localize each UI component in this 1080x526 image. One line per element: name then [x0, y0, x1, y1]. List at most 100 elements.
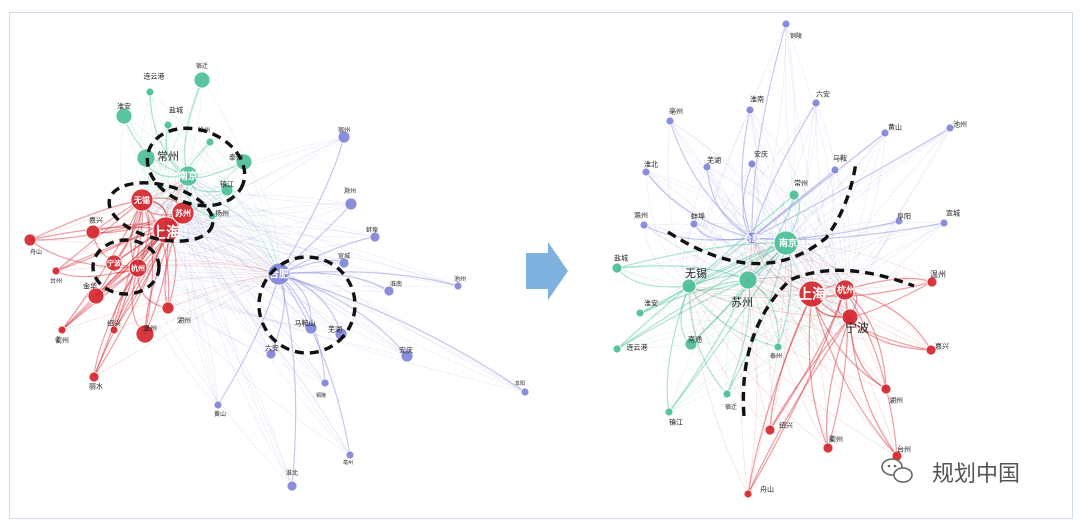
left-edge [182, 212, 293, 487]
left-edge [278, 273, 526, 393]
right-edge [639, 293, 813, 315]
right-node: 蚌埠 [689, 211, 705, 229]
right-edge [769, 316, 851, 431]
right-edge [844, 289, 898, 457]
right-node-circle [880, 128, 890, 138]
right-edge [616, 237, 753, 269]
left-node-circle [344, 197, 358, 211]
left-edge [165, 229, 390, 292]
right-edge [815, 102, 846, 291]
left-edge [120, 115, 139, 269]
left-node-circle [23, 233, 37, 247]
right-node-label: 马鞍 [833, 153, 847, 162]
right-edge [811, 132, 886, 295]
left-edge [278, 273, 297, 487]
left-node-circle [337, 130, 351, 144]
right-node-circle [689, 219, 699, 229]
right-edge [747, 279, 772, 431]
left-node-circle [220, 183, 234, 197]
right-node: 湖州 [880, 383, 903, 404]
left-node-circle [130, 188, 154, 212]
right-node-label: 常州 [794, 178, 808, 187]
right-edge [751, 132, 886, 239]
right-edge [668, 316, 851, 413]
left-node-circle [338, 257, 350, 269]
left-edge [165, 229, 219, 406]
right-node-label: 镇江 [669, 417, 683, 426]
right-edge [747, 109, 759, 281]
right-edge [747, 222, 945, 281]
left-node-circle [161, 301, 175, 315]
left-node-circle [105, 254, 123, 272]
right-edge [693, 223, 813, 295]
right-node-label: 南京 [779, 237, 797, 249]
left-edge [92, 231, 280, 275]
cluster-outline-nanjing [145, 126, 247, 208]
right-node-label: 台州 [897, 444, 911, 453]
left-edge [165, 229, 280, 275]
right-node-label: 上海 [798, 286, 826, 303]
right-node: 宿迁 [722, 389, 737, 411]
right-edge [751, 237, 851, 318]
right-edge [749, 109, 787, 244]
right-node-label: 绍兴 [779, 420, 793, 429]
left-node: 六安 [265, 343, 279, 360]
left-edge [137, 136, 345, 269]
right-node: 绍兴 [764, 420, 793, 436]
left-node-label: 南京 [178, 170, 198, 183]
left-node-circle [128, 258, 148, 278]
right-node: 无锡 [681, 266, 707, 294]
left-node-label: 芜湖 [328, 324, 342, 333]
right-node-label: 合肥 [743, 233, 760, 243]
left-node: 安庆 [399, 345, 414, 363]
left-node: 马鞍山 [295, 318, 318, 335]
left-edge [165, 229, 293, 487]
right-edge [785, 102, 817, 244]
right-edge [616, 265, 749, 281]
left-edge [141, 199, 342, 335]
right-edge [747, 279, 898, 457]
right-edge [747, 279, 758, 495]
right-edge [751, 222, 945, 241]
right-edge [769, 242, 790, 431]
right-node-label: 宁波 [845, 320, 869, 335]
right-node-circle [665, 116, 675, 126]
left-node: 亳州 [343, 450, 355, 466]
left-node-circle [265, 348, 277, 360]
left-node-label: 宿迁 [196, 62, 208, 70]
left-node-label: 马鞍山 [295, 318, 316, 327]
left-node: 绍兴 [107, 318, 121, 335]
left-edge [187, 175, 459, 287]
left-node-label: 盐城 [169, 105, 183, 114]
right-node-circle [743, 489, 753, 499]
left-node-label: 绍兴 [107, 318, 121, 327]
left-node: 衢州 [55, 325, 69, 344]
right-edge [690, 316, 851, 345]
left-edge [278, 136, 345, 275]
right-node-label: 温州 [930, 270, 946, 279]
left-edge [137, 267, 272, 355]
right-edge [688, 285, 851, 318]
left-edge [226, 189, 280, 275]
left-edge [165, 124, 177, 231]
left-edge [217, 273, 280, 406]
right-node-label: 衢州 [829, 434, 843, 443]
right-node: 合肥 [743, 231, 760, 245]
left-edge [61, 273, 280, 331]
left-edge [93, 267, 139, 378]
left-node-circle [205, 137, 215, 147]
right-node: 舟山 [743, 484, 774, 499]
right-node-circle [822, 442, 834, 454]
right-edge [751, 237, 933, 283]
left-node: 池州 [453, 275, 466, 291]
right-edge [849, 127, 951, 318]
right-edge [669, 120, 753, 239]
left-edge [55, 265, 280, 275]
right-node-circle [788, 189, 800, 201]
right-node-circle [635, 308, 645, 318]
left-node-label: 滁州 [344, 187, 356, 195]
right-node-circle [684, 337, 698, 351]
left-node-label: 淮安 [117, 101, 131, 110]
right-edge [741, 109, 753, 239]
left-edge [165, 229, 280, 275]
